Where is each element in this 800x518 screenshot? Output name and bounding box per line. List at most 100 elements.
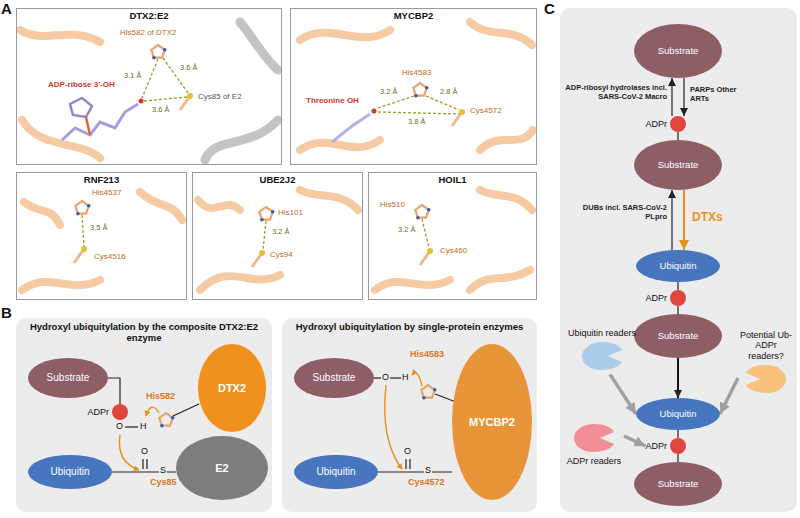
structure-panel: HOIL1 [368, 172, 537, 300]
label-slot: A [1, 0, 12, 17]
ligand-label: Threonine OH [306, 96, 359, 105]
panel-heading: Hydroxyl ubiquitylation by the composite… [16, 318, 272, 344]
panel-title: HOIL1 [369, 175, 536, 186]
panel-letter: C [544, 0, 555, 17]
panel-title: DTX2:E2 [17, 11, 281, 22]
adpr-node: ADPr [645, 290, 686, 306]
molecule-name: Substrate [658, 331, 699, 342]
residue-label: His4583 [402, 68, 431, 77]
label-slot: His101 [278, 208, 303, 217]
residue-label: Cys4572 [408, 477, 445, 487]
residue-label: Cys85 of E2 [198, 92, 242, 101]
distance-label: 3.5 Å [90, 224, 108, 233]
reaction-arrow [677, 358, 679, 398]
label-slot: 3.8 Å [408, 118, 426, 127]
panel-ground [560, 8, 797, 512]
distance-label: 3.6 Å [152, 106, 170, 115]
residue-label: Cys94 [270, 250, 293, 259]
bond-line [677, 430, 678, 438]
label-slot: Cys460 [440, 246, 467, 255]
panel-ground [16, 318, 272, 512]
edge-label-slot: ADP-ribosyl hydrolases incl. SARS-CoV-2 … [562, 84, 667, 101]
label-slot: O [404, 446, 411, 456]
distance-label: 3.1 Å [124, 72, 142, 81]
reader-label: ADPr readers [567, 456, 622, 466]
panel-title: RNF213 [17, 175, 186, 186]
label-slot: Cys94 [270, 250, 293, 259]
label-slot: S [424, 465, 432, 475]
reaction-arrow [671, 190, 672, 250]
molecule-name: DTX2 [218, 382, 246, 395]
reader-shape: Potential Ub-ADPr readers? [738, 330, 794, 397]
enzyme-label: ADP-ribosyl hydrolases incl. SARS-CoV-2 … [562, 84, 667, 101]
panel-letter: B [1, 304, 12, 321]
molecule-ellipse: Substrate [634, 314, 722, 358]
distance-label: 3.2 Å [398, 226, 416, 235]
residue-label: Cys4572 [470, 106, 502, 115]
label-slot: H [402, 372, 409, 382]
edge-label-slot: DTXs [692, 211, 742, 225]
molecule-ellipse: Substrate [634, 24, 722, 78]
molecule-name: Ubiquitin [660, 261, 697, 272]
reader-label: Ubiquitin readers [568, 328, 636, 338]
molecule-ellipse: Substrate [634, 462, 722, 506]
molecule-ellipse: Substrate [634, 140, 722, 190]
reader-outline [580, 340, 624, 372]
label-slot: Cys4572 [470, 106, 502, 115]
reaction-arrow [683, 78, 684, 116]
molecule-name: E2 [215, 462, 228, 475]
molecule-name: Substrate [47, 372, 90, 384]
atom-label: O [404, 446, 411, 456]
bond-line [108, 378, 120, 404]
panel-letter: A [1, 0, 12, 17]
bond-line [378, 471, 452, 472]
label-slot: 3.6 Å [152, 106, 170, 115]
distance-lines [82, 58, 459, 250]
panel-title: UBE2J2 [193, 175, 362, 186]
residue-label: His4537 [92, 188, 121, 197]
distance-label: 2.8 Å [440, 88, 458, 97]
adpr-label: ADPr [645, 441, 667, 451]
label-slot: His4537 [92, 188, 121, 197]
label-slot: O [141, 446, 148, 456]
mechanism-panel: SubstrateADPrDTX2E2UbiquitinHydroxyl ubi… [16, 318, 272, 512]
bond-line [677, 282, 678, 290]
adpr-label: ADPr [645, 293, 667, 303]
molecule-ellipse: Ubiquitin [294, 455, 378, 489]
label-slot: O [116, 421, 123, 431]
molecule-name: Ubiquitin [660, 409, 697, 420]
atom-label: O [116, 421, 123, 431]
molecule-name: Ubiquitin [317, 466, 356, 478]
atom-label: S [424, 465, 432, 475]
molecule-ellipse: Substrate [294, 358, 374, 398]
molecule-name: Substrate [658, 46, 699, 57]
panel-heading: Hydroxyl ubiquitylation by single-protei… [282, 318, 537, 333]
molecule-name: MYCBP2 [469, 416, 515, 429]
adpr-node: ADPr [87, 404, 128, 420]
molecule-ellipse: E2 [176, 436, 268, 500]
residue-sticks [74, 45, 465, 267]
reader-outline [744, 363, 788, 395]
distance-label: 3.2 Å [380, 88, 398, 97]
residue-label: Cys460 [440, 246, 467, 255]
edge-label-slot: PARPs Other ARTs [690, 86, 746, 103]
atom-label: S [159, 465, 167, 475]
label-slot: Threonine OH [306, 96, 359, 105]
label-slot: 3.6 Å [180, 64, 198, 73]
reaction-arrow [683, 190, 685, 250]
label-slot: His582 of DTX2 [120, 28, 176, 37]
threonine-stick [332, 109, 377, 143]
panel-title: MYCBP2 [291, 11, 536, 22]
molecule-ellipse: DTX2 [198, 344, 266, 432]
residue-label: His582 [146, 391, 175, 401]
label-slot: His510 [380, 200, 405, 209]
molecule-ellipse: Ubiquitin [636, 398, 720, 430]
label-slot: S [159, 465, 167, 475]
reader-outline [572, 422, 616, 454]
adp-ribose-sticks [62, 98, 144, 140]
panel-ground [282, 318, 537, 512]
label-slot: 3.2 Å [380, 88, 398, 97]
label-slot: ADP-ribose 3'-OH [48, 80, 115, 89]
label-slot: 3.2 Å [272, 228, 290, 237]
adpr-label: ADPr [87, 407, 109, 417]
